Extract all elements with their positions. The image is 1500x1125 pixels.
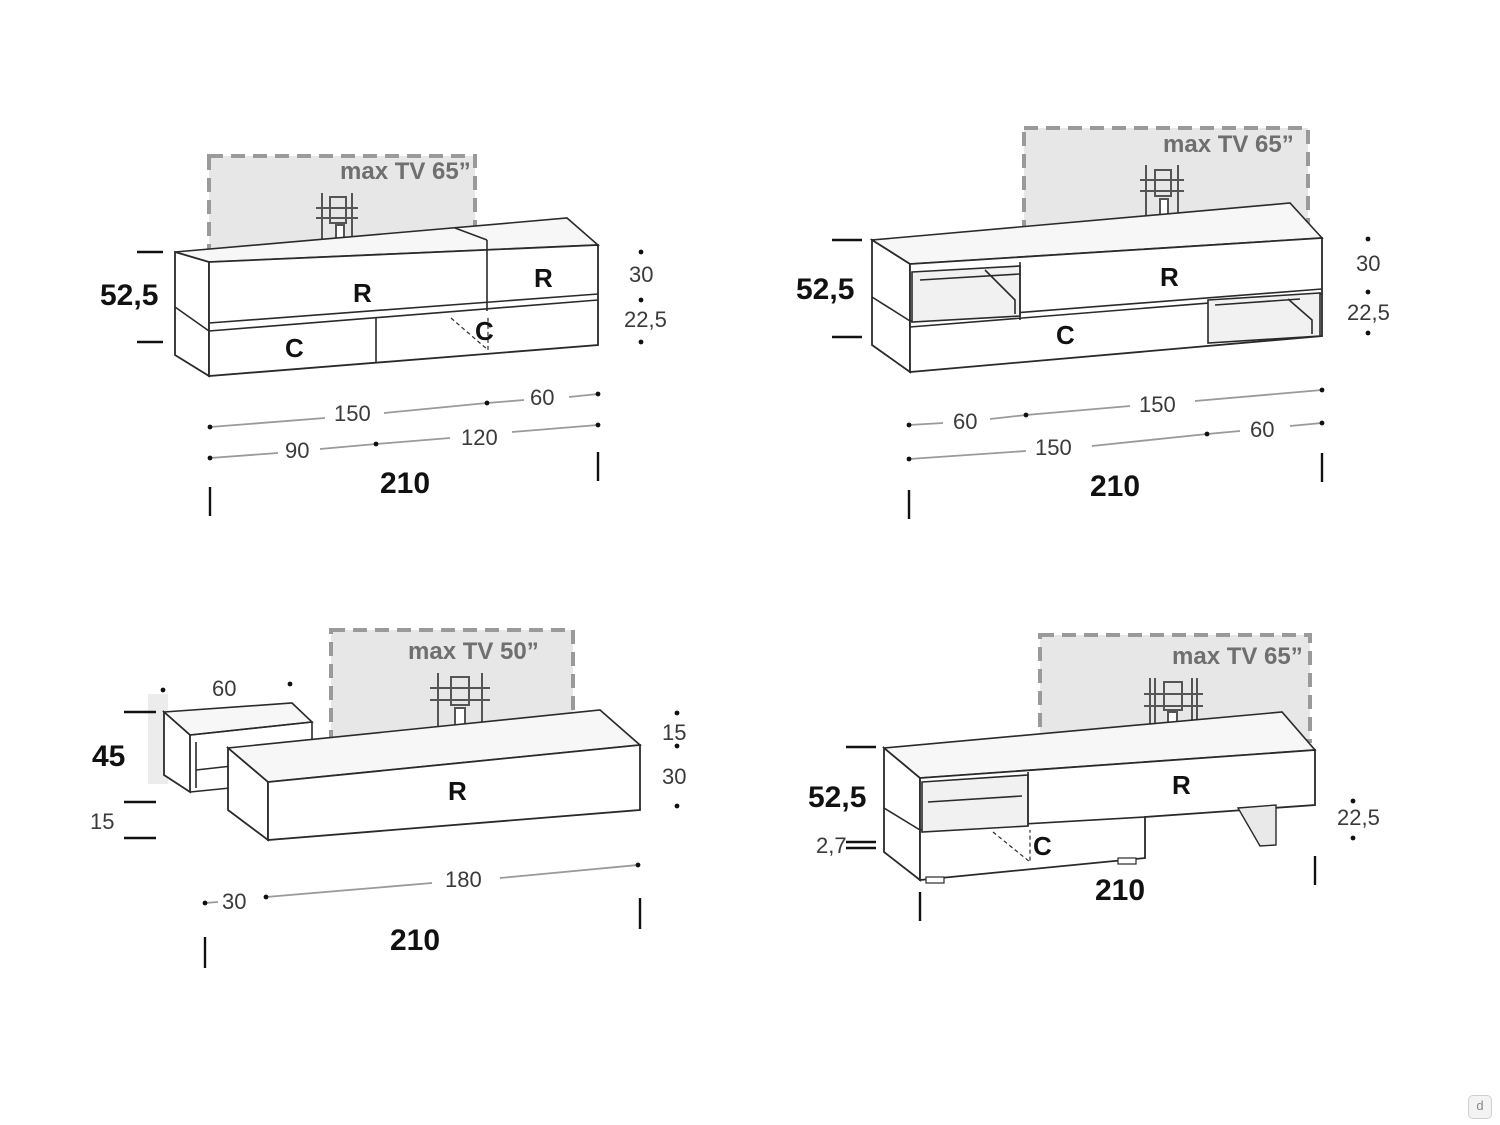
diagram-d: max TV 65” R C 52,5 2,7 bbox=[808, 633, 1380, 921]
module-r-a1: R bbox=[353, 278, 372, 308]
width-top-a1: 150 bbox=[334, 401, 371, 426]
height-small-d: 2,7 bbox=[816, 833, 847, 858]
tv-label-d: max TV 65” bbox=[1172, 643, 1303, 670]
tv-label-c: max TV 50” bbox=[408, 638, 539, 665]
height-total-b: 52,5 bbox=[796, 273, 854, 306]
height-low-c: 15 bbox=[90, 809, 114, 834]
tv-label-b: max TV 65” bbox=[1163, 131, 1294, 158]
height-total-d: 52,5 bbox=[808, 781, 866, 814]
module-c-a1: C bbox=[285, 333, 304, 363]
width-bottom-b2: 60 bbox=[1250, 417, 1274, 442]
cabinet-side-b bbox=[871, 238, 911, 374]
width-top-b1: 60 bbox=[953, 409, 977, 434]
module-r-a2: R bbox=[534, 263, 553, 293]
height-top-c: 15 bbox=[662, 720, 686, 745]
logo-badge: d bbox=[1468, 1095, 1492, 1119]
module-r-c: R bbox=[448, 776, 467, 806]
width-top-b2: 150 bbox=[1139, 392, 1176, 417]
height-total-c: 45 bbox=[92, 740, 125, 773]
width-bottom-a1: 90 bbox=[285, 438, 309, 463]
diagram-c: max TV 50” R 45 15 60 1 bbox=[90, 628, 686, 968]
cabinet-front-c bbox=[267, 744, 641, 841]
module-c-a2: C bbox=[475, 316, 494, 346]
width-bottom-a2: 120 bbox=[461, 425, 498, 450]
height-top-b: 30 bbox=[1356, 251, 1380, 276]
module-c-b: C bbox=[1056, 320, 1075, 350]
diagram-b: max TV 65” R C 52,5 30 22,5 bbox=[796, 126, 1390, 519]
main-width-c: 180 bbox=[445, 867, 482, 892]
tv-label-a: max TV 65” bbox=[340, 158, 471, 185]
width-top-a2: 60 bbox=[530, 385, 554, 410]
module-r-b: R bbox=[1160, 262, 1179, 292]
height-bottom-a: 22,5 bbox=[624, 307, 667, 332]
width-total-d: 210 bbox=[1095, 874, 1145, 907]
cabinet-side-a bbox=[174, 250, 210, 378]
cabinet-front-a bbox=[208, 244, 599, 377]
side-width-c: 60 bbox=[212, 676, 236, 701]
diagram-a: max TV 65” R R C C 52,5 30 22, bbox=[100, 154, 667, 516]
height-right-d: 22,5 bbox=[1337, 805, 1380, 830]
height-top-a: 30 bbox=[629, 262, 653, 287]
height-bottom-b: 22,5 bbox=[1347, 300, 1390, 325]
width-total-c: 210 bbox=[390, 924, 440, 957]
offset-c: 30 bbox=[222, 889, 246, 914]
height-total-a: 52,5 bbox=[100, 279, 158, 312]
height-main-c: 30 bbox=[662, 764, 686, 789]
module-c-d: C bbox=[1033, 831, 1052, 861]
width-total-b: 210 bbox=[1090, 470, 1140, 503]
width-total-a: 210 bbox=[380, 467, 430, 500]
width-bottom-b1: 150 bbox=[1035, 435, 1072, 460]
module-r-d: R bbox=[1172, 770, 1191, 800]
